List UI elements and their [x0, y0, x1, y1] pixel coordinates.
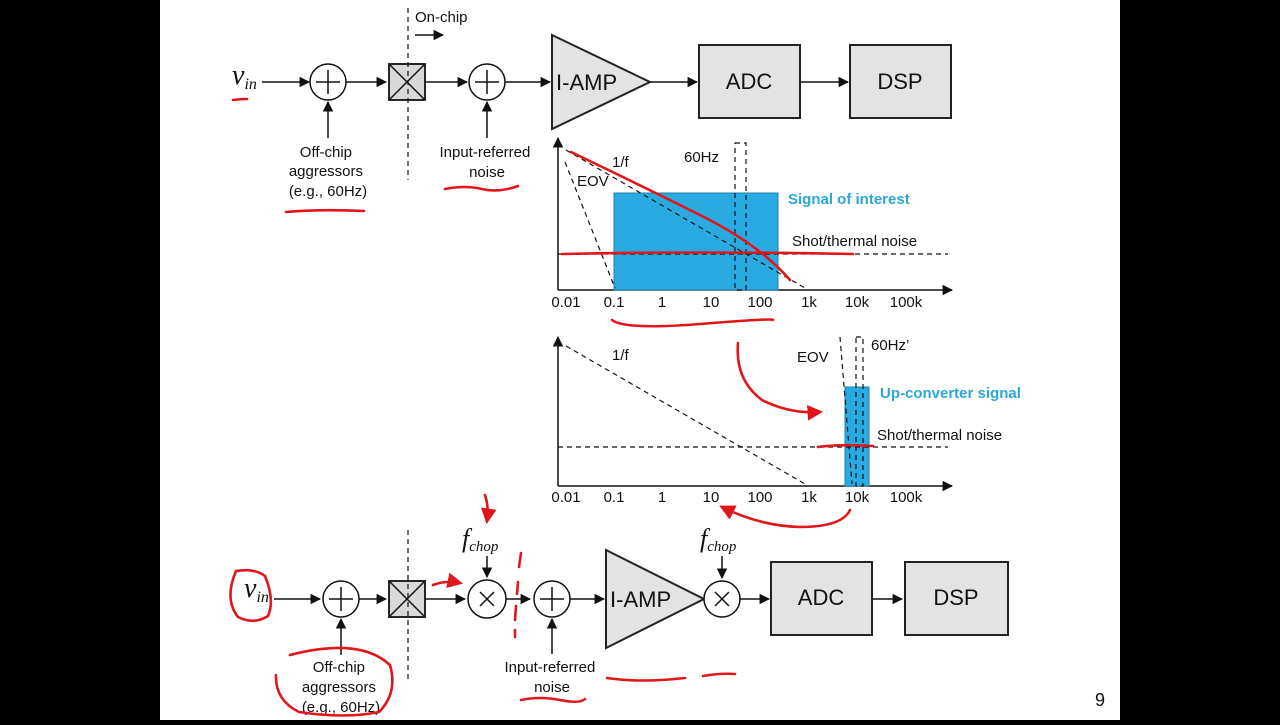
upconverted-band	[844, 386, 870, 487]
top-offchip-label: Off-chip aggressors (e.g., 60Hz)	[289, 144, 367, 200]
top-noise-label: Input-referred noise	[439, 144, 534, 181]
top-onchip-label: On-chip	[415, 9, 468, 26]
page-number: 9	[1095, 690, 1105, 710]
chop-clock-label-1: fchop	[462, 524, 499, 555]
chop-clock-label-2: fchop	[700, 524, 737, 555]
svg-text:1k: 1k	[801, 294, 817, 311]
bottom-freq-ticks: 0.01 0.1 1 10 100 1k 10k 100k	[551, 489, 922, 506]
svg-text:100: 100	[747, 489, 772, 506]
red-annotations	[229, 97, 875, 717]
line-60hz-shifted-marker	[855, 336, 864, 487]
eov-label-bottom: EOV	[797, 349, 829, 366]
bottom-adc-block	[770, 561, 873, 636]
eov-curve-bottom	[839, 336, 853, 485]
top-adc-label: ADC	[726, 69, 773, 94]
top-input-label: vin	[232, 60, 257, 93]
top-freq-ticks: 0.01 0.1 1 10 100 1k 10k 100k	[551, 294, 922, 311]
svg-text:10k: 10k	[845, 489, 870, 506]
flicker-curve-bottom	[565, 345, 806, 485]
thermal-label: Shot/thermal noise	[792, 233, 917, 250]
top-dsp-block	[849, 44, 952, 119]
bottom-dsp-block	[904, 561, 1009, 636]
line-60hz-marker	[734, 142, 747, 291]
line-60hz-shifted-label: 60Hz’	[871, 337, 909, 354]
svg-text:0.1: 0.1	[604, 294, 625, 311]
bottom-noise-label: Input-referred noise	[504, 659, 599, 696]
bottom-dsp-label: DSP	[933, 585, 978, 610]
top-adc-block	[698, 44, 801, 119]
eov-curve	[564, 161, 616, 289]
chopper-modulator	[467, 579, 507, 619]
upconverted-band-label: Up-converter signal	[880, 385, 1021, 402]
top-amp-label: I-AMP	[556, 70, 617, 95]
bottom-input-label: vin	[244, 573, 269, 606]
flicker-curve	[565, 149, 806, 289]
top-summer-offchip	[309, 63, 347, 101]
svg-text:10: 10	[703, 294, 720, 311]
top-summer-noise	[468, 63, 506, 101]
svg-text:10: 10	[703, 489, 720, 506]
svg-text:0.01: 0.01	[551, 489, 580, 506]
top-amp-block	[551, 33, 653, 131]
svg-text:0.01: 0.01	[551, 294, 580, 311]
bottom-amp-block	[605, 548, 707, 650]
signal-band-label: Signal of interest	[788, 191, 910, 208]
svg-text:100k: 100k	[890, 294, 923, 311]
chopper-demodulator	[703, 580, 741, 618]
svg-text:0.1: 0.1	[604, 489, 625, 506]
line-60hz-label: 60Hz	[684, 149, 719, 166]
bottom-signal-chain: vin Off-chip aggressors (e.g., 60Hz) fch…	[244, 524, 1009, 716]
eov-label: EOV	[577, 173, 609, 190]
bottom-amp-label: I-AMP	[610, 587, 671, 612]
svg-text:10k: 10k	[845, 294, 870, 311]
bottom-input-switch	[388, 580, 426, 618]
flicker-label: 1/f	[612, 154, 630, 171]
bottom-noise-spectrum: Up-converter signal 1/f EOV 60Hz’ Shot/t…	[551, 335, 1021, 506]
svg-text:100k: 100k	[890, 489, 923, 506]
bottom-summer-offchip	[322, 580, 360, 618]
svg-text:1: 1	[658, 294, 666, 311]
top-input-switch	[388, 63, 426, 101]
top-dsp-label: DSP	[877, 69, 922, 94]
svg-text:1k: 1k	[801, 489, 817, 506]
bottom-adc-label: ADC	[798, 585, 845, 610]
top-noise-spectrum: Signal of interest 1/f EOV 60Hz Shot/the…	[551, 136, 954, 311]
bottom-offchip-label: Off-chip aggressors (e.g., 60Hz)	[302, 659, 380, 716]
thermal-label-bottom: Shot/thermal noise	[877, 427, 1002, 444]
signal-band	[613, 192, 779, 291]
svg-text:100: 100	[747, 294, 772, 311]
flicker-label-bottom: 1/f	[612, 347, 630, 364]
svg-text:1: 1	[658, 489, 666, 506]
top-signal-chain: vin Off-chip aggressors (e.g., 60Hz) On-…	[232, 8, 952, 200]
bottom-summer-noise	[533, 580, 571, 618]
